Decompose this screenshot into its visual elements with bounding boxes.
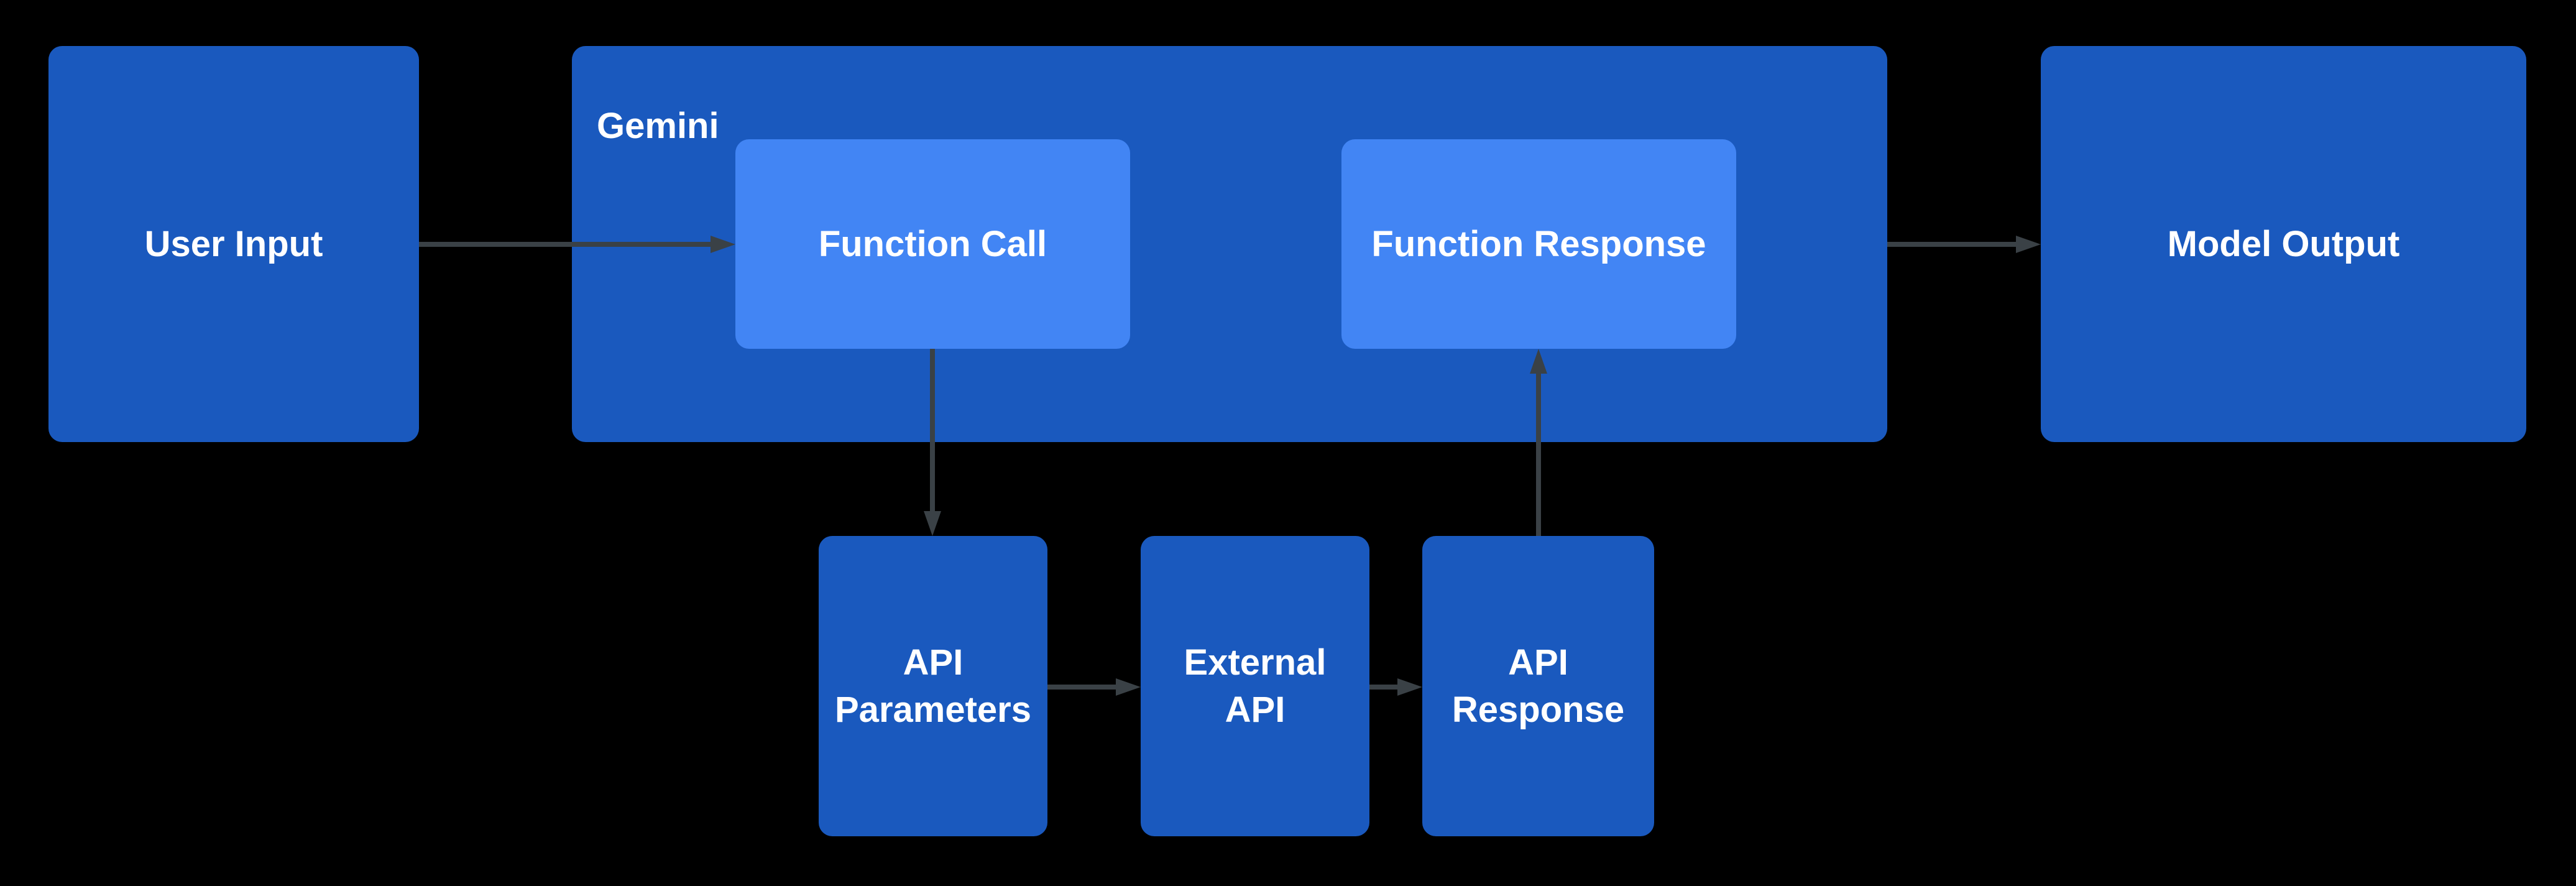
node-external-api: External API bbox=[1141, 536, 1369, 836]
arrow-function-call-to-api-parameters bbox=[924, 349, 941, 536]
arrow-gemini-to-model-output bbox=[1887, 236, 2041, 253]
node-api-parameters-label: API Parameters bbox=[835, 642, 1031, 730]
node-function-call: Function Call bbox=[735, 139, 1130, 349]
node-user-input: User Input bbox=[48, 46, 419, 442]
node-model-output-label: Model Output bbox=[2167, 223, 2400, 264]
arrow-head-right-icon bbox=[1397, 678, 1422, 696]
arrow-external-api-to-api-response bbox=[1369, 678, 1422, 696]
arrow-shaft bbox=[1047, 685, 1118, 690]
arrow-shaft bbox=[1887, 242, 2018, 247]
node-model-output: Model Output bbox=[2041, 46, 2526, 442]
node-function-response-label: Function Response bbox=[1371, 223, 1706, 264]
arrow-shaft bbox=[1536, 371, 1541, 536]
arrow-shaft bbox=[419, 242, 713, 247]
arrow-head-right-icon bbox=[711, 236, 735, 253]
arrow-head-right-icon bbox=[1116, 678, 1141, 696]
arrow-api-parameters-to-external-api bbox=[1047, 678, 1141, 696]
node-external-api-label: External API bbox=[1184, 642, 1327, 730]
gemini-container-label: Gemini bbox=[597, 106, 719, 146]
node-api-parameters: API Parameters bbox=[819, 536, 1047, 836]
arrow-user-input-to-function-call bbox=[419, 236, 735, 253]
node-api-response-label: API Response bbox=[1451, 642, 1625, 730]
node-api-response: API Response bbox=[1422, 536, 1654, 836]
arrow-head-up-icon bbox=[1530, 349, 1547, 374]
node-function-call-label: Function Call bbox=[818, 223, 1047, 264]
node-user-input-label: User Input bbox=[144, 223, 323, 264]
arrow-head-right-icon bbox=[2016, 236, 2041, 253]
arrow-shaft bbox=[1369, 685, 1400, 690]
node-function-response: Function Response bbox=[1341, 139, 1736, 349]
arrow-head-down-icon bbox=[924, 511, 941, 536]
arrow-shaft bbox=[930, 349, 935, 514]
arrow-api-response-to-function-response bbox=[1530, 349, 1547, 536]
